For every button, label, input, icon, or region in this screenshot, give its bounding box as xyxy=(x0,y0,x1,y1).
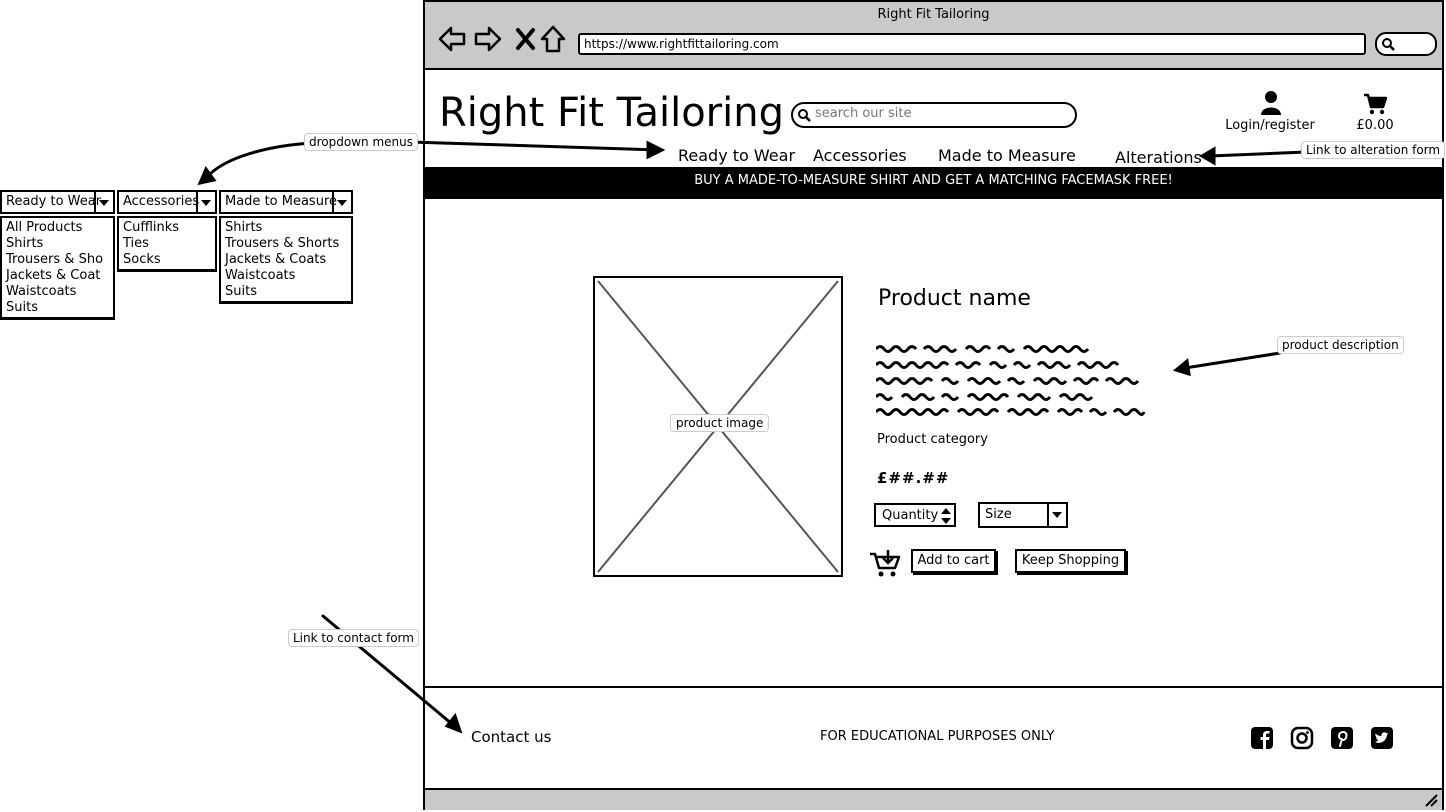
list-item[interactable]: Socks xyxy=(123,252,161,267)
cart-total: £0.00 xyxy=(1356,118,1394,133)
footer-divider xyxy=(425,686,1442,688)
product-description-scribble xyxy=(876,345,1090,353)
search-icon xyxy=(1382,38,1395,51)
dropdown-title: Ready to Wear xyxy=(6,194,102,209)
resize-grip-icon[interactable] xyxy=(1424,793,1438,807)
nav-made-to-measure[interactable]: Made to Measure xyxy=(938,146,1076,165)
nav-ready-to-wear[interactable]: Ready to Wear xyxy=(678,146,796,165)
pinterest-icon[interactable] xyxy=(1330,726,1354,750)
chevron-down-icon xyxy=(94,192,113,212)
dropdown-title: Accessories xyxy=(123,194,200,209)
keep-shopping-button[interactable]: Keep Shopping xyxy=(1015,549,1126,573)
product-name: Product name xyxy=(878,286,1031,311)
dropdown-ready-to-wear[interactable]: Ready to Wear xyxy=(0,190,115,214)
list-item[interactable]: Trousers & Sho xyxy=(6,252,104,267)
dropdown-list-ready-to-wear: All Products Shirts Trousers & Sho Jacke… xyxy=(0,216,115,320)
nav-accessories[interactable]: Accessories xyxy=(813,146,907,165)
chevron-down-icon xyxy=(196,192,215,212)
quantity-stepper[interactable]: Quantity xyxy=(874,503,956,527)
product-description-scribble xyxy=(876,408,1146,416)
annotation-contact-link: Link to contact form xyxy=(288,629,419,647)
search-placeholder: search our site xyxy=(815,106,912,121)
browser-titlebar: Right Fit Tailoring https://www.rightfit… xyxy=(425,2,1442,70)
twitter-icon[interactable] xyxy=(1370,726,1394,750)
chevron-down-icon xyxy=(332,192,351,212)
dropdown-list-accessories: Cufflinks Ties Socks xyxy=(117,216,217,272)
product-image-label: product image xyxy=(670,414,770,432)
list-item[interactable]: Ties xyxy=(123,236,149,251)
add-to-cart-button[interactable]: Add to cart xyxy=(911,549,996,573)
dropdown-list-made-to-measure: Shirts Trousers & Shorts Jackets & Coats… xyxy=(219,216,353,304)
annotation-product-description: product description xyxy=(1277,336,1404,354)
instagram-icon[interactable] xyxy=(1290,726,1314,750)
dropdown-accessories[interactable]: Accessories xyxy=(117,190,217,214)
contact-us-link[interactable]: Contact us xyxy=(471,728,552,746)
facebook-icon[interactable] xyxy=(1250,726,1274,750)
quantity-label: Quantity xyxy=(882,508,939,523)
nav-alterations[interactable]: Alterations xyxy=(1115,148,1202,167)
dropdown-title: Made to Measure xyxy=(225,194,337,209)
browser-statusbar xyxy=(425,788,1442,810)
list-item[interactable]: Suits xyxy=(225,284,257,299)
site-title[interactable]: Right Fit Tailoring xyxy=(439,90,784,136)
browser-window: Right Fit Tailoring https://www.rightfit… xyxy=(423,0,1444,810)
list-item[interactable]: Waistcoats xyxy=(225,268,296,283)
forward-icon[interactable] xyxy=(473,24,503,54)
list-item[interactable]: Suits xyxy=(6,300,38,315)
login-label: Login/register xyxy=(1225,118,1315,133)
size-select[interactable]: Size xyxy=(978,502,1068,528)
home-icon[interactable] xyxy=(538,24,568,54)
stop-icon[interactable] xyxy=(511,24,541,54)
list-item[interactable]: All Products xyxy=(6,220,83,235)
annotation-alteration-link: Link to alteration form xyxy=(1301,141,1446,159)
promo-banner: BUY A MADE-TO-MEASURE SHIRT AND GET A MA… xyxy=(425,167,1442,199)
user-icon xyxy=(1261,91,1281,115)
list-item[interactable]: Cufflinks xyxy=(123,220,180,235)
annotation-dropdown-menus: dropdown menus xyxy=(304,133,418,151)
product-description-scribble xyxy=(876,377,1140,385)
list-item[interactable]: Jackets & Coats xyxy=(225,252,327,267)
cart-icon xyxy=(1364,93,1387,115)
back-icon[interactable] xyxy=(437,24,467,54)
add-to-cart-icon[interactable] xyxy=(869,548,901,578)
list-item[interactable]: Shirts xyxy=(225,220,263,235)
chevron-down-icon xyxy=(1047,504,1066,526)
url-bar[interactable]: https://www.rightfittailoring.com xyxy=(578,33,1366,55)
list-item[interactable]: Shirts xyxy=(6,236,44,251)
product-price: £##.## xyxy=(877,469,950,487)
list-item[interactable]: Waistcoats xyxy=(6,284,77,299)
window-title: Right Fit Tailoring xyxy=(877,7,990,22)
browser-search-field[interactable] xyxy=(1375,32,1437,56)
footer-note: FOR EDUCATIONAL PURPOSES ONLY xyxy=(820,729,1055,744)
product-description-scribble xyxy=(876,361,1120,369)
search-icon xyxy=(798,109,811,122)
list-item[interactable]: Trousers & Shorts xyxy=(225,236,340,251)
product-description-scribble xyxy=(876,393,1094,401)
list-item[interactable]: Jackets & Coat xyxy=(6,268,101,283)
dropdown-made-to-measure[interactable]: Made to Measure xyxy=(219,190,353,214)
site-search-input[interactable]: search our site xyxy=(791,102,1077,128)
size-label: Size xyxy=(985,507,1012,522)
stepper-arrows-icon xyxy=(941,508,951,524)
product-category: Product category xyxy=(877,432,988,447)
